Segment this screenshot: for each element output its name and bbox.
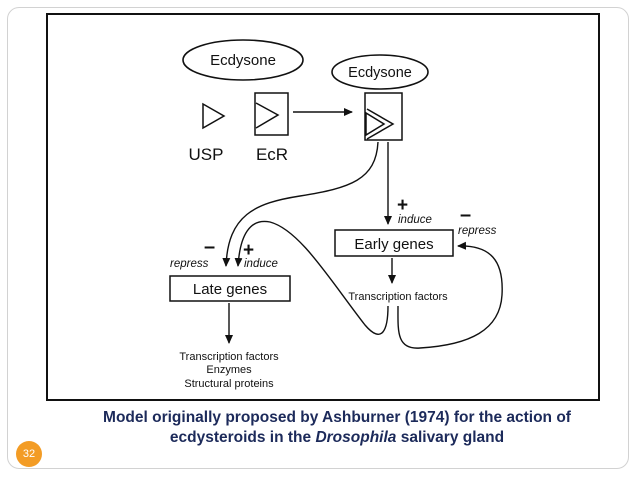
complex-usp-triangle-icon	[365, 111, 386, 137]
feedback-induce-late	[234, 220, 389, 335]
output-structural-proteins: Structural proteins	[184, 378, 274, 390]
slide-frame	[7, 7, 629, 469]
late-genes-label: Late genes	[193, 281, 267, 298]
output-enzymes: Enzymes	[206, 364, 252, 376]
ecdysone-right-label: Ecdysone	[348, 65, 412, 81]
ecdysone-top-node	[182, 39, 304, 81]
output-transcription-factors: Transcription factors	[179, 351, 279, 363]
usp-label: USP	[189, 145, 224, 164]
late-plus-sign: +	[243, 240, 254, 261]
early-repress-label: repress	[458, 225, 497, 237]
ecr-box	[254, 92, 289, 136]
ecr-label: EcR	[256, 145, 288, 164]
late-genes-box	[169, 275, 291, 302]
late-induce-label: induce	[244, 258, 278, 270]
early-transcription-factors-label: Transcription factors	[348, 291, 448, 303]
usp-triangle-icon	[202, 102, 226, 130]
figure-caption: Model originally proposed by Ashburner (…	[46, 408, 628, 448]
early-plus-sign: +	[397, 195, 408, 216]
caption-line-1: Model originally proposed by Ashburner (…	[103, 409, 571, 426]
early-genes-label: Early genes	[354, 236, 433, 253]
feedback-repress-early	[397, 241, 503, 349]
late-repress-label: repress	[170, 258, 209, 270]
diagram-box	[46, 13, 600, 401]
complex-ecr-chevron-icon	[366, 108, 395, 140]
caption-species: Drosophila	[315, 429, 397, 446]
arrow-complex-to-late-repress	[222, 141, 379, 267]
ecdysone-top-label: Ecdysone	[210, 52, 276, 69]
early-induce-label: induce	[398, 214, 432, 226]
early-genes-box	[334, 229, 454, 257]
ecr-notch-icon	[255, 102, 280, 129]
late-minus-sign: –	[204, 236, 215, 258]
ecdysone-right-node	[331, 54, 429, 90]
early-minus-sign: –	[460, 204, 471, 226]
caption-line-2: ecdysteroids in the Drosophila salivary …	[169, 429, 505, 446]
slide-number-badge: 32	[16, 441, 42, 467]
